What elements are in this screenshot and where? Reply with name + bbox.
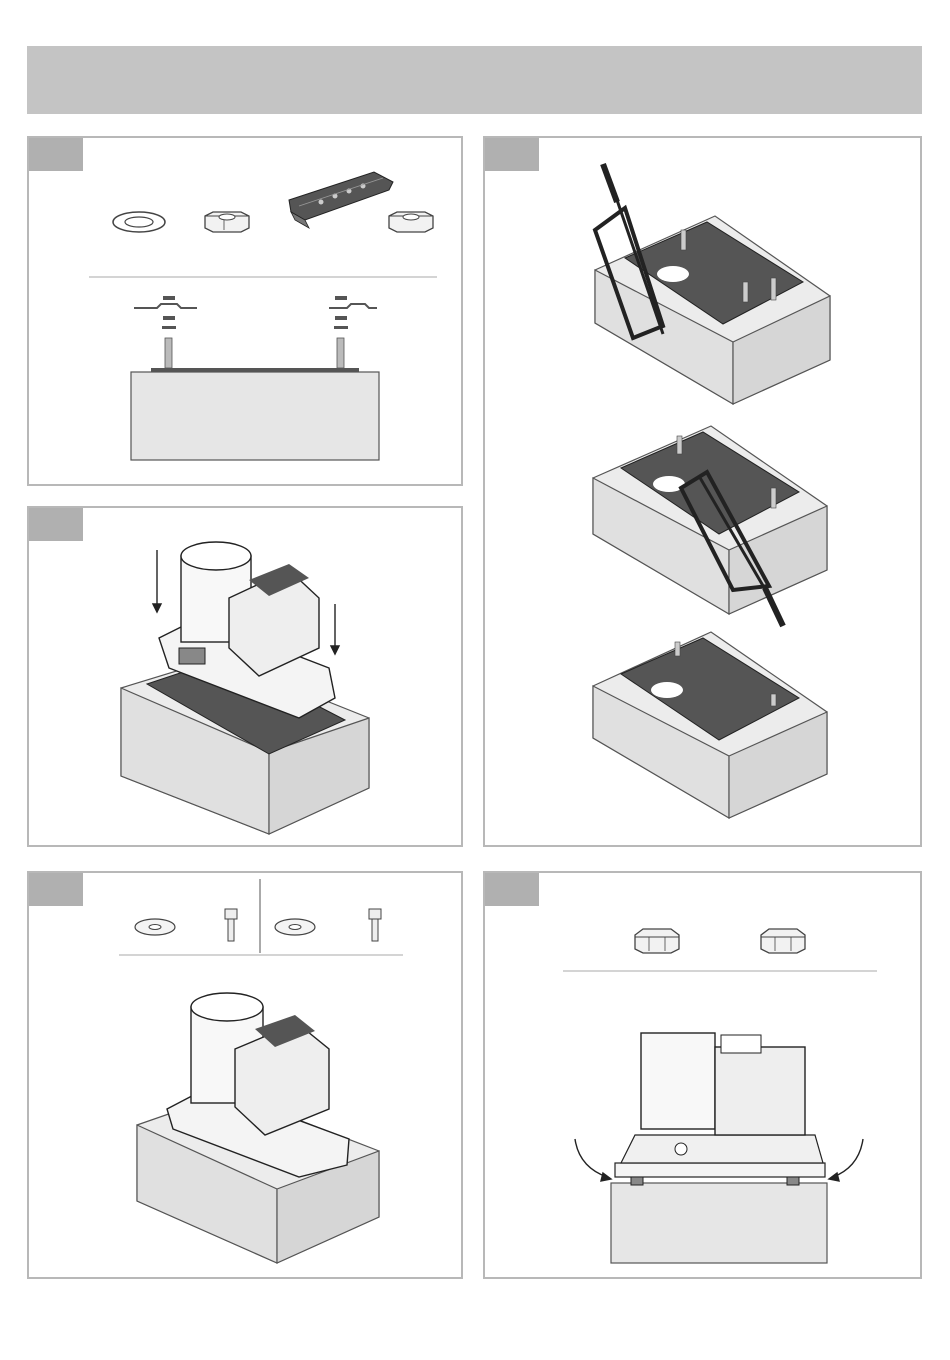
panel-step-1: [27, 136, 463, 486]
base-plate-icon: [289, 172, 393, 228]
step-4-illustration: [29, 873, 461, 1277]
concrete-block-icon: [593, 632, 827, 818]
step-5-illustration: [485, 873, 920, 1277]
nut-icon: [761, 929, 805, 953]
panel-step-2: [483, 136, 922, 847]
nut-icon: [635, 929, 679, 953]
panel-step-4: [27, 871, 463, 1279]
nut-icon: [205, 212, 249, 232]
motor-icon: [615, 1033, 825, 1185]
panel-step-3: [27, 506, 463, 847]
panel-step-5: [483, 871, 922, 1279]
screw-icon: [225, 909, 237, 941]
concrete-block-icon: [131, 372, 379, 460]
washer-icon: [135, 919, 175, 935]
concrete-block-icon: [595, 216, 830, 404]
concrete-block-icon: [611, 1183, 827, 1263]
washer-icon: [113, 212, 165, 232]
header-bar: [27, 46, 922, 114]
step-1-illustration: [29, 138, 461, 484]
concrete-block-icon: [593, 426, 827, 614]
screw-icon: [369, 909, 381, 941]
step-3-illustration: [29, 508, 461, 845]
nut-icon: [389, 212, 433, 232]
step-2-illustration: [485, 138, 920, 845]
washer-icon: [275, 919, 315, 935]
